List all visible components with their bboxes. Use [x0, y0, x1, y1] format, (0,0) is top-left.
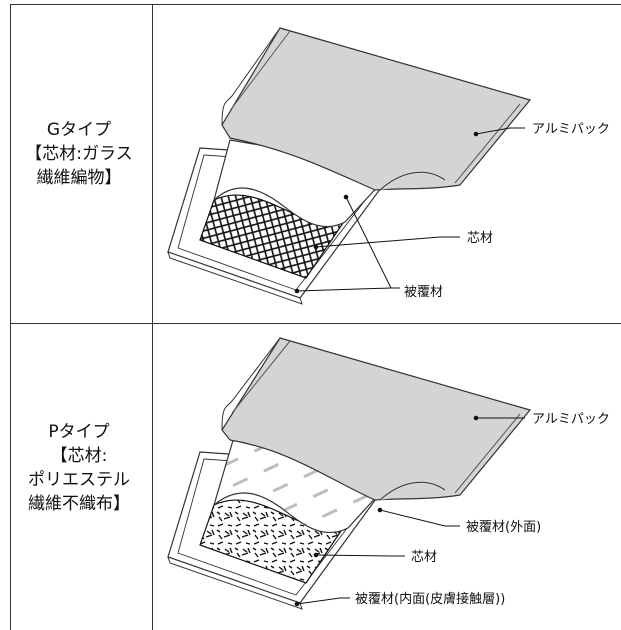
- p-type-illustration: [167, 337, 532, 610]
- type-label-line: ポリエステル: [28, 470, 130, 490]
- label-pack-p: アルミパック: [532, 412, 610, 427]
- label-core-p: 芯材: [411, 550, 437, 565]
- label-pack-g: アルミパック: [532, 122, 610, 137]
- aluminium-pack: [221, 337, 532, 501]
- g-type-illustration: [167, 27, 532, 305]
- type-label-line: 【芯材:: [50, 446, 108, 466]
- label-cover-g: 被覆材: [404, 285, 443, 300]
- aluminium-pack: [221, 27, 532, 191]
- type-label-g: Gタイプ 【芯材:ガラス 繊維編物】: [12, 118, 146, 190]
- type-label-line: Pタイプ: [48, 422, 110, 442]
- type-label-line: 繊維不織布】: [28, 494, 130, 514]
- label-cover-outer-p: 被覆材(外面): [466, 520, 541, 535]
- label-cover-inner-p: 被覆材(内面(皮膚接触層)): [355, 591, 505, 607]
- label-core-g: 芯材: [467, 231, 493, 246]
- type-label-line: 繊維編物】: [36, 168, 122, 188]
- g-callout-lines: [294, 127, 525, 294]
- table-grid: [10, 4, 621, 630]
- type-label-line: Gタイプ: [46, 120, 112, 140]
- type-label-p: Pタイプ 【芯材: ポリエステル 繊維不織布】: [12, 420, 146, 516]
- p-callout-lines: [294, 415, 525, 607]
- type-label-line: 【芯材:ガラス: [25, 144, 133, 164]
